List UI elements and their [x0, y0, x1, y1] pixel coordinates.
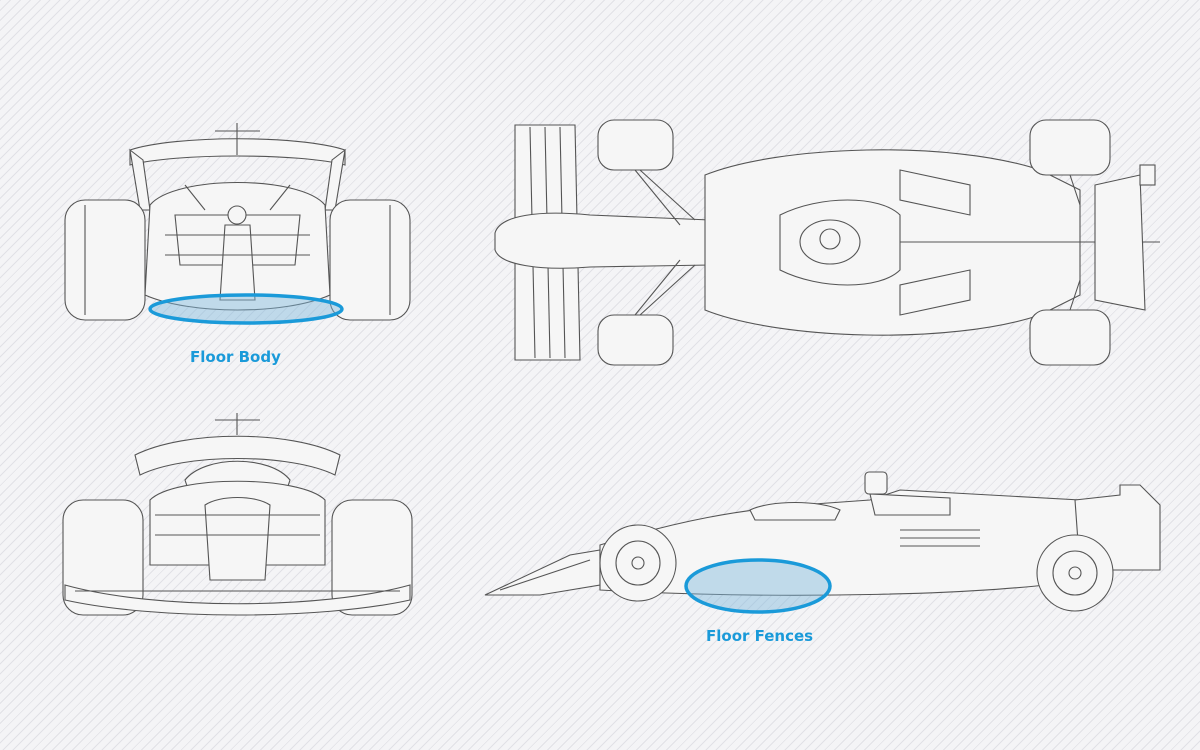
floor-fences-label: Floor Fences [706, 627, 814, 645]
side-view-drawing [484, 471, 1161, 614]
front-view-drawing [62, 413, 413, 616]
rear-view-drawing [64, 123, 411, 325]
top-view-drawing [494, 119, 1160, 366]
floor-body-label: Floor Body [190, 348, 281, 366]
floor-fences-highlight [684, 558, 832, 614]
floor-body-highlight [148, 293, 344, 325]
